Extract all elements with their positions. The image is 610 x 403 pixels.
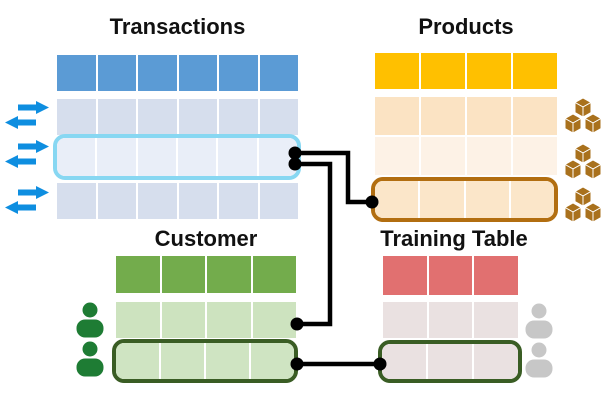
table-cell xyxy=(97,138,136,176)
table-cell xyxy=(206,343,249,379)
table-cell xyxy=(116,302,160,338)
table-cell xyxy=(97,99,136,135)
table-cell xyxy=(375,53,419,89)
table-cell xyxy=(138,55,177,91)
training-row-1 xyxy=(383,302,519,338)
table-cell xyxy=(178,183,217,219)
table-cell xyxy=(57,138,96,176)
table-cell xyxy=(207,302,251,338)
transfer-arrows-icon xyxy=(5,140,49,168)
table-cell xyxy=(138,99,177,135)
person-icon xyxy=(76,302,104,338)
table-cell xyxy=(382,344,426,379)
products-title: Products xyxy=(418,14,514,39)
products-highlighted-row xyxy=(371,177,558,222)
transactions-title: Transactions xyxy=(109,14,246,39)
table-cell xyxy=(259,55,298,91)
table-cell xyxy=(421,53,465,89)
table-cell xyxy=(510,181,554,218)
customer-row-1 xyxy=(116,302,296,338)
table-cell xyxy=(252,256,296,293)
table-cell xyxy=(218,138,257,176)
table-cell xyxy=(375,137,419,175)
table-cell xyxy=(177,138,217,176)
connector-transactions-products xyxy=(295,150,372,205)
table-cell xyxy=(513,97,557,135)
customer-header-row xyxy=(116,256,296,293)
table-cell xyxy=(375,97,419,135)
table-cell xyxy=(97,183,136,219)
table-cell xyxy=(57,183,96,219)
table-cell xyxy=(219,99,258,135)
products-row-2 xyxy=(375,137,557,175)
table-cell xyxy=(138,183,177,219)
table-cell xyxy=(467,137,511,175)
transactions-header-row xyxy=(57,55,298,91)
table-cell xyxy=(161,256,205,293)
training-title: Training Table xyxy=(380,226,528,251)
table-cell xyxy=(428,302,473,338)
table-cell xyxy=(428,344,472,379)
transfer-arrows-icon xyxy=(5,101,49,129)
table-cell xyxy=(421,97,465,135)
table-cell xyxy=(116,343,159,379)
table-cell xyxy=(161,343,204,379)
products-row-1 xyxy=(375,97,557,135)
customer-title: Customer xyxy=(154,226,258,251)
person-icon xyxy=(76,341,104,377)
table-cell xyxy=(161,302,205,338)
table-cell xyxy=(383,256,427,295)
cube-stack-icon xyxy=(564,186,602,223)
table-cell xyxy=(252,302,296,338)
table-cell xyxy=(465,181,509,218)
connector-transactions-customer xyxy=(295,161,333,327)
cube-stack-icon xyxy=(564,97,602,134)
transfer-arrows-icon xyxy=(5,186,49,214)
transactions-highlighted-row xyxy=(53,134,301,180)
table-cell xyxy=(178,55,217,91)
table-cell xyxy=(57,55,96,91)
products-header-row xyxy=(375,53,557,89)
table-cell xyxy=(375,181,419,218)
table-cell xyxy=(219,183,258,219)
table-cell xyxy=(251,343,294,379)
table-cell xyxy=(467,53,511,89)
cube-stack-icon xyxy=(564,143,602,180)
table-cell xyxy=(474,256,519,295)
training-header-row xyxy=(383,256,519,295)
table-cell xyxy=(474,344,518,379)
table-cell xyxy=(513,53,557,89)
transactions-row-3 xyxy=(57,183,298,219)
table-cell xyxy=(178,99,217,135)
table-cell xyxy=(207,256,251,293)
table-cell xyxy=(57,99,96,135)
table-cell xyxy=(428,256,473,295)
table-cell xyxy=(420,181,464,218)
table-cell xyxy=(383,302,427,338)
transactions-row-1 xyxy=(57,99,298,135)
table-cell xyxy=(219,55,258,91)
table-cell xyxy=(137,138,176,176)
table-cell xyxy=(259,99,298,135)
table-cell xyxy=(474,302,519,338)
table-cell xyxy=(97,55,136,91)
person-icon xyxy=(525,342,553,378)
customer-highlighted-row xyxy=(112,339,298,383)
table-cell xyxy=(116,256,160,293)
person-icon xyxy=(525,303,553,339)
table-cell xyxy=(259,183,298,219)
table-cell xyxy=(513,137,557,175)
table-cell xyxy=(467,97,511,135)
table-cell xyxy=(421,137,465,175)
table-cell xyxy=(258,138,297,176)
training-highlighted-row xyxy=(378,340,522,383)
